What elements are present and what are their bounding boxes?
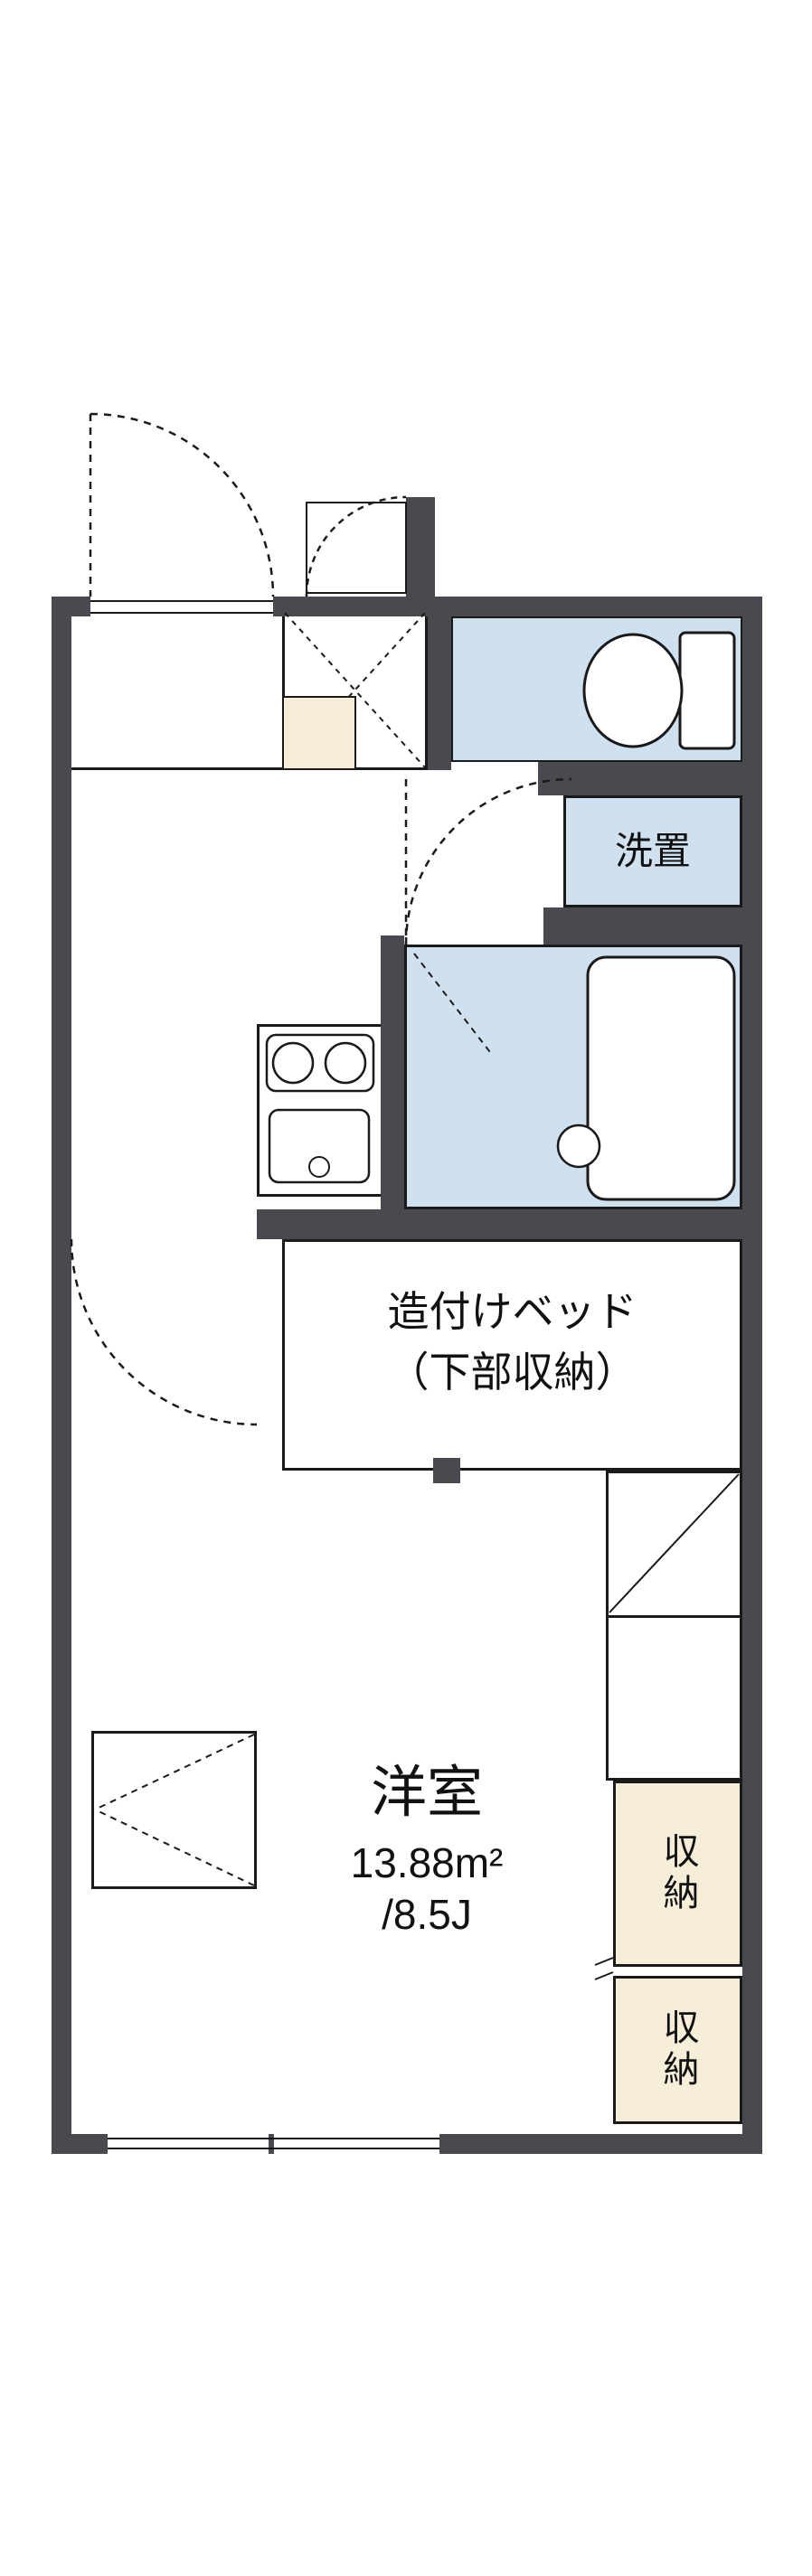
wall-left [52, 597, 71, 2154]
room-name-label: 洋室 [370, 1762, 483, 1824]
wall-below-kitchen [257, 1209, 762, 1239]
closet-tick-1 [594, 1957, 614, 1966]
kitchen-unit [257, 1024, 384, 1197]
wall-bottom-main [439, 2134, 762, 2154]
wall-bed-stub [433, 1458, 460, 1483]
wall-bottom-left-stub [52, 2134, 108, 2154]
wall-below-toilet [538, 762, 762, 795]
shelf-divider [609, 1615, 740, 1618]
shelf-area [606, 1471, 742, 1781]
room-area-m2-label: 13.88m² [350, 1838, 504, 1886]
wall-closet-toilet-pillar [428, 597, 451, 770]
storage-lower-label: 収納 [657, 2008, 698, 2092]
exterior-storage-door [306, 502, 407, 594]
storage-closet-upper: 収納 [613, 1781, 742, 1967]
closet-tick-2 [594, 1971, 614, 1980]
wall-top-main [273, 597, 762, 616]
toilet-room [451, 616, 742, 762]
bathroom [404, 945, 742, 1209]
window-mullion [269, 2134, 274, 2154]
western-room-label-block: 洋室 13.88m² /8.5J [291, 1758, 562, 1941]
room-area-jo-label: /8.5J [382, 1891, 472, 1938]
entrance-door-arc [90, 412, 275, 597]
storage-upper-label: 収納 [657, 1832, 698, 1915]
storage-closet-lower: 収納 [613, 1976, 742, 2124]
wall-below-laundry [543, 907, 762, 945]
entrance-area [71, 616, 282, 770]
laundry-label-wrap: 洗置 [563, 795, 742, 907]
laundry-area [563, 795, 742, 907]
laundry-label: 洗置 [614, 829, 691, 872]
exterior-storage-arc [305, 495, 407, 597]
bed-label-line2: （下部収納） [387, 1348, 637, 1396]
built-in-bed-area [282, 1239, 742, 1471]
wall-right [742, 597, 762, 2154]
room-door-arc [70, 1238, 258, 1426]
entrance-step [282, 696, 356, 770]
left-window-box [91, 1731, 257, 1889]
wall-bathroom-left [381, 935, 404, 1217]
bed-label: 造付けベッド （下部収納） [282, 1282, 742, 1402]
bed-label-line1: 造付けベッド [387, 1288, 637, 1335]
